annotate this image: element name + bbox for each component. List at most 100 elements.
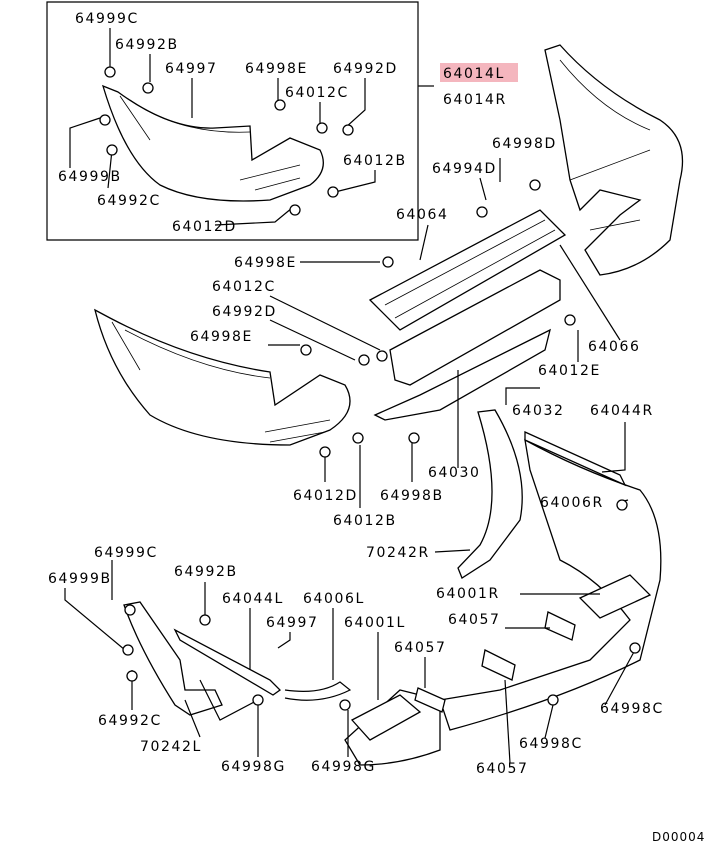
part-label[interactable]: 64001L — [344, 615, 406, 631]
energy-absorber — [389, 269, 561, 386]
fastener-icon — [376, 350, 388, 362]
part-label[interactable]: 64012C — [285, 85, 349, 101]
part-label[interactable]: 64992C — [98, 713, 162, 729]
fastener-icon — [339, 699, 351, 711]
part-label[interactable]: 64998E — [245, 61, 308, 77]
pad-64057-c — [414, 687, 446, 713]
bumper-left-end — [94, 308, 351, 446]
part-label[interactable]: 64994D — [432, 161, 497, 177]
fastener-icon — [358, 354, 370, 366]
part-label[interactable]: 64997 — [165, 61, 218, 77]
part-label[interactable]: 64032 — [512, 403, 565, 419]
part-label[interactable]: 64044R — [590, 403, 654, 419]
part-label[interactable]: 64998C — [519, 736, 583, 752]
leader-line — [64, 588, 126, 651]
part-label[interactable]: 64064 — [396, 207, 449, 223]
part-label[interactable]: 64998G — [221, 759, 286, 775]
part-label[interactable]: 64998D — [492, 136, 557, 152]
part-label[interactable]: 64001R — [436, 586, 500, 602]
leader-line — [544, 704, 554, 739]
reinforcement-plate — [368, 209, 567, 331]
part-label[interactable]: 64998E — [234, 255, 297, 271]
fastener-icon — [274, 99, 286, 111]
fastener-icon — [142, 82, 154, 94]
fastener-icon — [382, 256, 394, 268]
part-label[interactable]: 64014R — [443, 92, 507, 108]
part-label[interactable]: 64998G — [311, 759, 376, 775]
part-label[interactable]: 64057 — [476, 761, 529, 777]
leader-line — [334, 170, 376, 193]
leader-line — [559, 244, 621, 341]
rail-left — [173, 628, 282, 696]
part-label[interactable]: 64030 — [428, 465, 481, 481]
fastener-icon — [529, 179, 541, 191]
leader-line — [277, 632, 291, 649]
fastener-icon — [342, 124, 354, 136]
part-label[interactable]: 64057 — [448, 612, 501, 628]
part-label[interactable]: 64012D — [293, 488, 358, 504]
part-label[interactable]: 64999C — [94, 545, 158, 561]
leader-line — [69, 117, 101, 168]
fastener-icon — [252, 694, 264, 706]
fastener-icon — [616, 499, 628, 511]
step-pad-left — [350, 694, 422, 741]
fastener-icon — [300, 344, 312, 356]
fastener-icon — [547, 694, 559, 706]
part-label[interactable]: 64057 — [394, 640, 447, 656]
leader-lines — [64, 28, 636, 764]
part-label[interactable]: 64992C — [97, 193, 161, 209]
highlight-box — [440, 63, 518, 82]
part-label[interactable]: 70242L — [140, 739, 202, 755]
fastener-icon — [104, 66, 116, 78]
part-drawings — [46, 1, 684, 766]
leader-line — [419, 224, 429, 261]
leader-line — [601, 422, 626, 473]
pad-64057-a — [544, 611, 576, 641]
leader-line — [269, 319, 356, 361]
part-label[interactable]: 64999B — [58, 169, 122, 185]
part-labels: 64999C 64992B 64997 64998E 64992D 64012C 64012… — [48, 11, 664, 777]
fastener-icon — [319, 446, 331, 458]
part-label[interactable]: 64006L — [303, 591, 365, 607]
fastener-icon — [126, 670, 138, 682]
part-label[interactable]: 64992B — [115, 37, 179, 53]
part-label[interactable]: 64998C — [600, 701, 664, 717]
part-label[interactable]: 64999B — [48, 571, 112, 587]
diagram-code: D00004 — [652, 830, 705, 844]
part-label[interactable]: 64044L — [222, 591, 284, 607]
part-label[interactable]: 64014L — [443, 66, 505, 82]
fastener-icon — [408, 432, 420, 444]
fastener-icon — [476, 206, 488, 218]
leader-line — [184, 699, 201, 738]
part-label[interactable]: 64012D — [172, 219, 237, 235]
leader-line — [504, 679, 511, 764]
part-label[interactable]: 64997 — [266, 615, 319, 631]
leader-line — [344, 78, 366, 129]
fastener-icon — [106, 144, 118, 156]
seal-left — [284, 681, 352, 701]
leader-line — [505, 387, 540, 405]
part-label[interactable]: 64992D — [333, 61, 398, 77]
leader-line — [604, 649, 636, 706]
leader-line — [479, 177, 487, 201]
part-label[interactable]: 64012E — [538, 363, 601, 379]
part-label[interactable]: 64066 — [588, 339, 641, 355]
part-label[interactable]: 64012B — [333, 513, 397, 529]
part-label[interactable]: 64998E — [190, 329, 253, 345]
fastener-icon — [352, 432, 364, 444]
part-label[interactable]: 64998B — [380, 488, 444, 504]
bumper-right-end — [544, 44, 684, 276]
part-label[interactable]: 64999C — [75, 11, 139, 27]
part-label[interactable]: 70242R — [366, 545, 430, 561]
part-label[interactable]: 64012B — [343, 153, 407, 169]
part-label[interactable]: 64012C — [212, 279, 276, 295]
part-label[interactable]: 64006R — [540, 495, 604, 511]
part-label[interactable]: 64992B — [174, 564, 238, 580]
fastener-icon — [289, 204, 301, 216]
part-label[interactable]: 64992D — [212, 304, 277, 320]
fastener-icon — [629, 642, 641, 654]
rail-right — [524, 430, 627, 487]
fastener-icon — [124, 604, 136, 616]
